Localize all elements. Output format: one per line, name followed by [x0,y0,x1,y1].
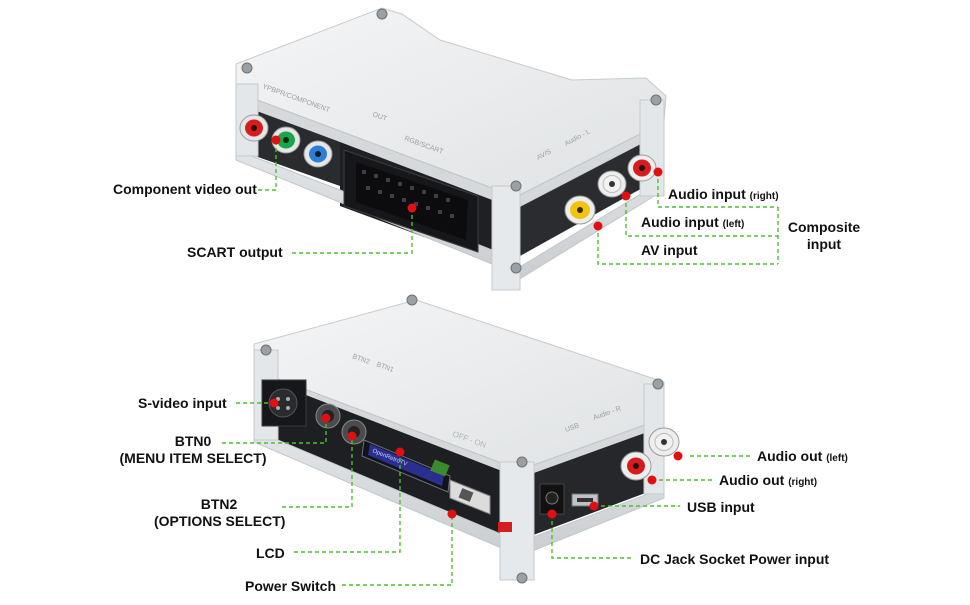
marker-dot-icon [653,167,663,177]
leader-audio-in-left [625,196,778,237]
marker-dot-icon [395,447,405,457]
label-btn0-line1: BTN0 [174,433,212,449]
leader-av-in [597,226,778,265]
top-device-right-wall [518,132,664,256]
marker-dot-icon [321,413,331,423]
bottom-device-front-pillar [499,461,535,581]
label-audio-out-right-side: (right) [788,477,818,488]
marker-dot-icon [547,509,557,519]
screw-icon [652,378,664,390]
label-dc-jack-power-input: DC Jack Socket Power input [640,551,830,567]
label-composite-input-line2: input [806,236,842,252]
leader-btn2 [282,436,353,508]
marker-dot-icon [673,451,683,461]
scart-connector [343,149,479,253]
label-lcd: LCD [256,545,285,561]
label-audio-input-right-main: Audio input [668,186,746,202]
top-device: YPBPR/COMPONENT OUT RGB/SCART AV/S Audio… [235,7,667,291]
bottom-device: BTN2 BTN1 OFF - ON USB Audio - R OpenRet… [253,294,680,584]
label-scart-output: SCART output [187,244,283,260]
label-component-video-out: Component video out [113,181,257,197]
marker-dot-icon [347,431,357,441]
marker-dot-icon [589,501,599,511]
svideo-jack [261,379,307,427]
rca-audio-out-left-jack [648,427,680,457]
leader-component-video [258,140,277,191]
rca-audio-right-jack [627,154,657,182]
marker-dot-icon [407,203,417,213]
screw-icon [650,94,662,106]
label-audio-out-right-main: Audio out [719,472,785,488]
silk-out: OUT [371,111,388,123]
rca-green-jack [271,126,301,154]
screw-icon [510,180,522,192]
dc-jack [539,483,565,515]
marker-dot-icon [621,191,631,201]
power-switch [449,479,491,515]
label-usb-input: USB input [687,499,755,515]
leader-lcd [294,452,401,553]
leader-lines [222,140,779,586]
screw-icon [406,294,418,306]
label-audio-out-left-main: Audio out [757,448,823,464]
rca-audio-out-right-jack [620,451,652,481]
label-btn2: BTN2 (OPTIONS SELECT) [154,496,286,530]
label-svideo-input: S-video input [138,395,227,411]
label-power-switch: Power Switch [245,578,337,594]
marker-dots [269,135,683,519]
rca-blue-jack [303,140,333,168]
rca-red-jack [239,114,269,142]
rca-av-jack [564,195,596,225]
screw-icon [516,572,528,584]
leader-dc-jack [551,514,632,559]
marker-dot-icon [593,221,603,231]
screw-icon [241,62,253,74]
marker-dot-icon [447,509,457,519]
label-composite-input-line1: Composite [787,219,861,235]
screw-icon [516,456,528,468]
label-audio-input-left: Audio input (left) [641,214,744,233]
label-audio-input-left-side: (left) [722,219,745,230]
label-av-input: AV input [641,242,698,258]
lcd-screen: OpenRetroTV [361,439,451,493]
marker-dot-icon [271,135,281,145]
label-audio-out-left-side: (left) [826,453,848,464]
label-audio-out-left: Audio out (left) [757,448,848,467]
label-audio-input-left-main: Audio input [641,214,719,230]
leader-audio-in-right [657,172,778,208]
label-btn0-line2: (MENU ITEM SELECT) [119,450,267,466]
label-composite-input: Composite input [786,219,862,253]
label-btn0: BTN0 (MENU ITEM SELECT) [118,433,268,467]
leader-btn0 [222,418,327,444]
jumper-icon [498,522,512,532]
label-audio-out-right: Audio out (right) [719,472,817,491]
label-audio-input-right-side: (right) [749,191,779,202]
rca-audio-left-jack [597,170,627,198]
screw-icon [260,344,272,356]
top-device-front-pillar [491,185,521,291]
marker-dot-icon [269,398,279,408]
label-btn2-line1: BTN2 [200,496,238,512]
marker-dot-icon [647,475,657,485]
screw-icon [376,8,388,20]
label-audio-input-right: Audio input (right) [668,186,779,205]
leader-scart [292,208,413,254]
screw-icon [510,262,522,274]
leader-power-switch [342,514,453,586]
silk-usb: USB [564,422,580,434]
label-btn2-line2: (OPTIONS SELECT) [154,513,286,529]
top-device-right-pillar [639,99,665,197]
